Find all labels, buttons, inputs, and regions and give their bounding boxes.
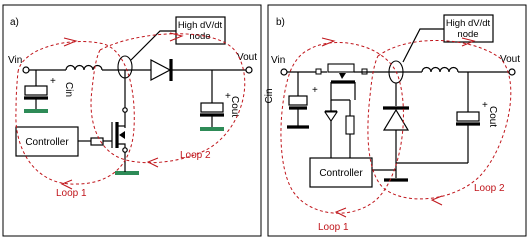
panel-a-vin-terminal [22,66,30,74]
panel-b-node-label-leader [402,28,444,63]
panel-b-controller-label: Controller [319,168,363,179]
panel-a-loop1-label: Loop 1 [56,188,87,199]
panel-b-sense-resistor-1 [315,68,322,75]
panel-a-source-dot [122,147,128,153]
panel-a-loop2-arrow-top [169,32,184,42]
panel-b-cout-plus: + [482,100,488,111]
panel-a-inductor [65,64,103,71]
panel-a-cin-plus: + [50,76,56,87]
panel-a-loop2-path [90,33,246,164]
panel-a-mosfet-source [117,143,126,160]
panel-b-vout-label: Vout [500,54,520,65]
panel-a-node-label-line2: node [189,31,210,42]
panel-b-loop2-arrow-bottom [430,195,443,206]
panel-b-loop1-arrow-top [321,37,336,47]
panel-a-loop1-arrow-top [63,37,78,47]
panel-b-loop2-label: Loop 2 [474,183,505,194]
panel-b-internal-diode [323,111,339,122]
panel-a-cin-label: Cin [63,82,74,97]
panel-b-pass-fet-top [327,63,355,73]
panel-b-cin-body [288,95,308,106]
panel-b-vin-label: Vin [271,55,285,66]
panel-a-loop1-arrow-bottom [60,179,73,190]
panel-b-catch-diode [382,108,410,131]
panel-a-frame [2,4,262,237]
panel-b-loop2-path [367,40,512,200]
panel-a-loop1-path [15,41,135,185]
panel-a-node-label-leader [130,30,176,61]
panel-b-ground-return [372,162,468,171]
panel-a-loop2-label: Loop 2 [180,150,211,161]
panel-a-cout-plus: + [225,91,231,102]
panel-a-node-label-line1: High dV/dt [178,20,223,31]
panel-b-vout-terminal [508,68,516,76]
panel-a-loop2-arrow-bottom [146,157,159,168]
panel-b-controller-box [309,157,373,188]
panel-b-loop1-path [280,42,404,214]
panel-b-internal-resistor [345,115,355,135]
panel-b: b) Vin Vout High dV/dt node + Cin [264,4,527,237]
panel-b-cin-label: Cin [264,88,275,103]
panel-b-inductor [421,66,459,73]
panel-a-vout-terminal [245,66,253,74]
panel-a-cin-body [24,85,48,96]
panel-a-switch-node-dot [122,107,128,113]
panel-b-cin-plus: + [312,85,318,96]
panel-a-mosfet-body-arrow [119,131,125,139]
panel-b-loop1-label: Loop 1 [318,222,349,233]
panel-b-node-label-box [443,14,494,43]
panel-a-controller-box [15,126,79,157]
panel-a-vout-label: Vout [237,52,257,63]
panel-b-node-label-line1: High dV/dt [446,18,491,29]
panel-a-cout-body [200,102,224,113]
panel-a-diode [150,59,172,81]
panel-b-frame [267,4,527,237]
panel-b-internal-wire-left [330,82,350,101]
panel-b-tag: b) [276,17,285,28]
panel-a-vin-label: Vin [8,55,22,66]
panel-a-cout-label: Cout [229,96,240,117]
panel-a-tag: a) [10,17,19,28]
panel-b-cout-body [456,111,480,122]
panel-b-cout-label: Cout [487,106,498,127]
panel-b-vin-terminal [280,68,288,76]
panel-b-pass-fet-arrow [339,73,346,79]
panel-b-node-label-line2: node [457,29,478,40]
panel-b-loop1-arrow-bottom [334,207,347,218]
panel-a: a) Vin Vout High dV/dt node + Cin [2,4,262,237]
panel-b-loop2-arrow-top [461,37,476,47]
panel-a-controller-label: Controller [25,137,69,148]
